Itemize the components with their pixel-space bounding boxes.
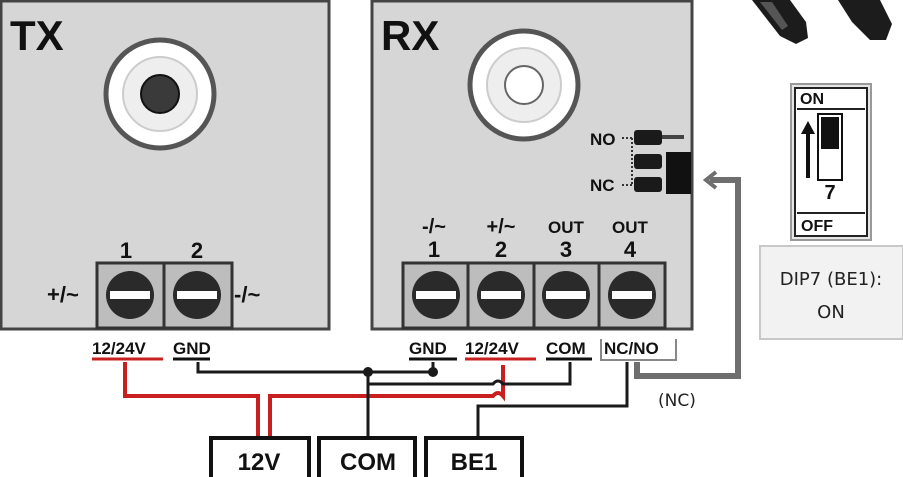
tx-wire-label-gnd: GND	[173, 339, 211, 358]
jumper-no-label: NO	[590, 130, 616, 149]
rx-wire-label-com: COM	[546, 339, 586, 358]
info-box-line-2: ON	[817, 302, 845, 323]
tx-terminal-2-side-label: -/~	[234, 282, 260, 307]
rx-terminal-screw-3	[542, 271, 590, 319]
rx-wire-label-12-24v: 12/24V	[465, 339, 520, 358]
wire-gnd-black	[196, 362, 435, 374]
rx-terminal-3-top-label: OUT	[548, 218, 585, 237]
rx-terminal-4-number: 4	[624, 237, 637, 262]
rx-terminal-3-number: 3	[560, 237, 572, 262]
dip-on-label: ON	[800, 91, 824, 108]
rx-title: RX	[381, 12, 439, 59]
box-com-label: COM	[340, 449, 396, 476]
box-be1-label: BE1	[451, 449, 498, 476]
dip-switch: ON 7 OFF	[790, 83, 872, 241]
dip-lever	[821, 117, 839, 149]
wire-com-black	[366, 362, 572, 440]
rx-terminal-screw-1	[412, 271, 460, 319]
tx-terminal-1-number: 1	[120, 238, 132, 263]
jumper-nc-label: NC	[590, 176, 615, 195]
tx-title: TX	[10, 12, 64, 59]
wire-be1-black	[476, 362, 629, 440]
junction-gnd	[363, 367, 373, 377]
info-box-line-1: DIP7 (BE1):	[780, 269, 882, 290]
jumper-cap	[666, 152, 691, 194]
rx-wire-label-gnd: GND	[409, 339, 447, 358]
rx-terminal-1-top-label: -/~	[422, 216, 446, 238]
rx-terminal-screw-4	[608, 271, 656, 319]
rx-module: RX NO NC -/~ +/~ OUT OUT 1 2 3 4	[370, 0, 694, 331]
nc-arrow-wire	[634, 170, 741, 379]
box-12v: 12V	[209, 436, 311, 477]
rx-terminal-2-top-label: +/~	[487, 216, 516, 238]
tx-terminal-screw-2	[173, 271, 221, 319]
tx-lens	[103, 37, 217, 151]
tx-terminal-1-side-label: +/~	[47, 282, 79, 307]
rx-nc-no-jumper: NO NC	[590, 130, 691, 195]
box-be1: BE1	[424, 436, 524, 477]
dip-switch-number: 7	[824, 182, 835, 204]
rx-terminal-1-number: 1	[428, 237, 440, 262]
rx-terminal-2-number: 2	[495, 237, 507, 262]
dip-off-label: OFF	[801, 218, 833, 235]
wire-12v-red	[123, 362, 505, 440]
box-com: COM	[317, 436, 417, 477]
tx-terminal-2-number: 2	[191, 238, 203, 263]
rx-wire-label-nc-no: NC/NO	[604, 339, 659, 358]
rx-terminal-screw-2	[477, 271, 525, 319]
junction-gnd-2	[428, 367, 438, 377]
rx-terminal-4-top-label: OUT	[612, 218, 649, 237]
sensor-photo	[752, 0, 892, 44]
tx-module: TX 1 2 +/~ -/~	[0, 0, 331, 331]
dip-info-box: DIP7 (BE1): ON	[759, 245, 903, 340]
tx-terminal-screw-1	[106, 271, 154, 319]
rx-lens	[467, 28, 581, 142]
nc-note: (NC)	[658, 391, 696, 411]
box-12v-label: 12V	[238, 449, 281, 476]
tx-wire-label-12-24v: 12/24V	[92, 339, 147, 358]
